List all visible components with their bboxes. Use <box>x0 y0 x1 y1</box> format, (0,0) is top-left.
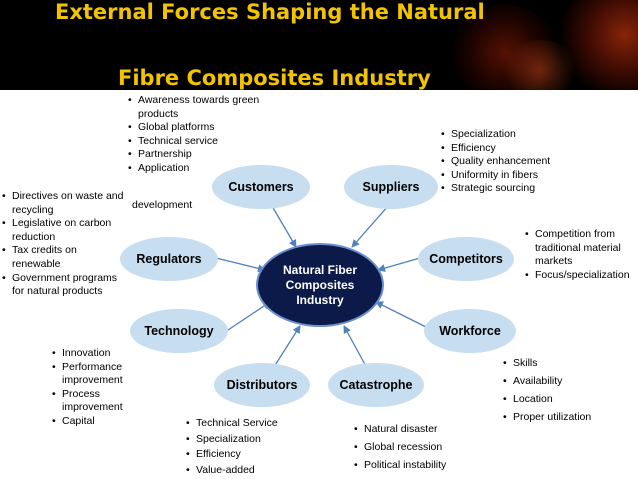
arrow-suppliers <box>351 205 389 248</box>
notes-customers: Awareness towards green products Global … <box>128 94 276 176</box>
arrow-customers <box>271 205 297 248</box>
list-item: Uniformity in fibers <box>441 169 611 183</box>
list-item: Tax credits on renewable <box>2 244 128 271</box>
list-item: Political instability <box>354 456 494 474</box>
center-label-line-2: Composites <box>285 277 355 292</box>
list-item: Global recession <box>354 438 494 456</box>
list-item: Application <box>128 162 276 176</box>
notes-workforce: Skills Availability Location Proper util… <box>503 354 623 426</box>
list-item: Location <box>503 390 623 408</box>
arrow-technology <box>227 301 271 331</box>
list-item: Process improvement <box>52 388 152 415</box>
arrow-catastrophe <box>343 325 369 371</box>
list-item: Government programs for natural products <box>2 272 128 299</box>
center-label-line-1: Natural Fiber <box>282 262 357 277</box>
list-item: Capital <box>52 415 152 429</box>
node-workforce: Workforce <box>424 309 516 353</box>
notes-suppliers: Specialization Efficiency Quality enhanc… <box>441 128 611 196</box>
node-catastrophe: Catastrophe <box>328 363 424 407</box>
arrow-competitors <box>377 257 421 272</box>
decorative-glow <box>500 40 580 90</box>
notes-customers-tail: development <box>132 199 193 211</box>
list-item: Efficiency <box>441 142 611 156</box>
list-item: Technical Service <box>186 416 316 432</box>
center-node: Natural Fiber Composites Industry <box>256 243 384 327</box>
notes-technology: Innovation Performance improvement Proce… <box>52 347 152 429</box>
notes-competitors: Competition from traditional material ma… <box>525 228 637 282</box>
page-title-line-2: Fibre Composites Industry <box>118 66 431 90</box>
list-item: Efficiency <box>186 447 316 463</box>
notes-regulators: Directives on waste and recycling Legisl… <box>2 190 128 299</box>
node-suppliers: Suppliers <box>344 165 438 209</box>
list-item: Value-added <box>186 463 316 479</box>
list-item: Quality enhancement <box>441 155 611 169</box>
center-label-line-3: Industry <box>296 292 344 307</box>
list-item: Global platforms <box>128 121 276 135</box>
list-item: Directives on waste and recycling <box>2 190 128 217</box>
list-item: Availability <box>503 372 623 390</box>
list-item: Innovation <box>52 347 152 361</box>
list-item: Focus/specialization <box>525 269 637 283</box>
list-item: Specialization <box>186 432 316 448</box>
node-technology: Technology <box>130 309 228 353</box>
node-regulators: Regulators <box>120 237 218 281</box>
notes-distributors: Technical Service Specialization Efficie… <box>186 416 316 478</box>
list-item: Legislative on carbon reduction <box>2 217 128 244</box>
list-item: Proper utilization <box>503 408 623 426</box>
list-item: Technical service <box>128 135 276 149</box>
list-item: Specialization <box>441 128 611 142</box>
list-item: Awareness towards green products <box>128 94 276 121</box>
list-item: Performance improvement <box>52 361 152 388</box>
node-competitors: Competitors <box>418 237 514 281</box>
notes-catastrophe: Natural disaster Global recession Politi… <box>354 420 494 474</box>
node-distributors: Distributors <box>214 363 310 407</box>
arrow-workforce <box>375 301 433 331</box>
list-item: Strategic sourcing <box>441 182 611 196</box>
page-title-line-1: External Forces Shaping the Natural <box>55 0 485 24</box>
list-item: Partnership <box>128 148 276 162</box>
list-item: Competition from traditional material ma… <box>525 228 637 269</box>
arrow-regulators <box>215 257 266 273</box>
title-bar: External Forces Shaping the Natural Fibr… <box>0 0 638 90</box>
arrow-distributors <box>271 325 301 371</box>
list-item: Skills <box>503 354 623 372</box>
list-item: Natural disaster <box>354 420 494 438</box>
